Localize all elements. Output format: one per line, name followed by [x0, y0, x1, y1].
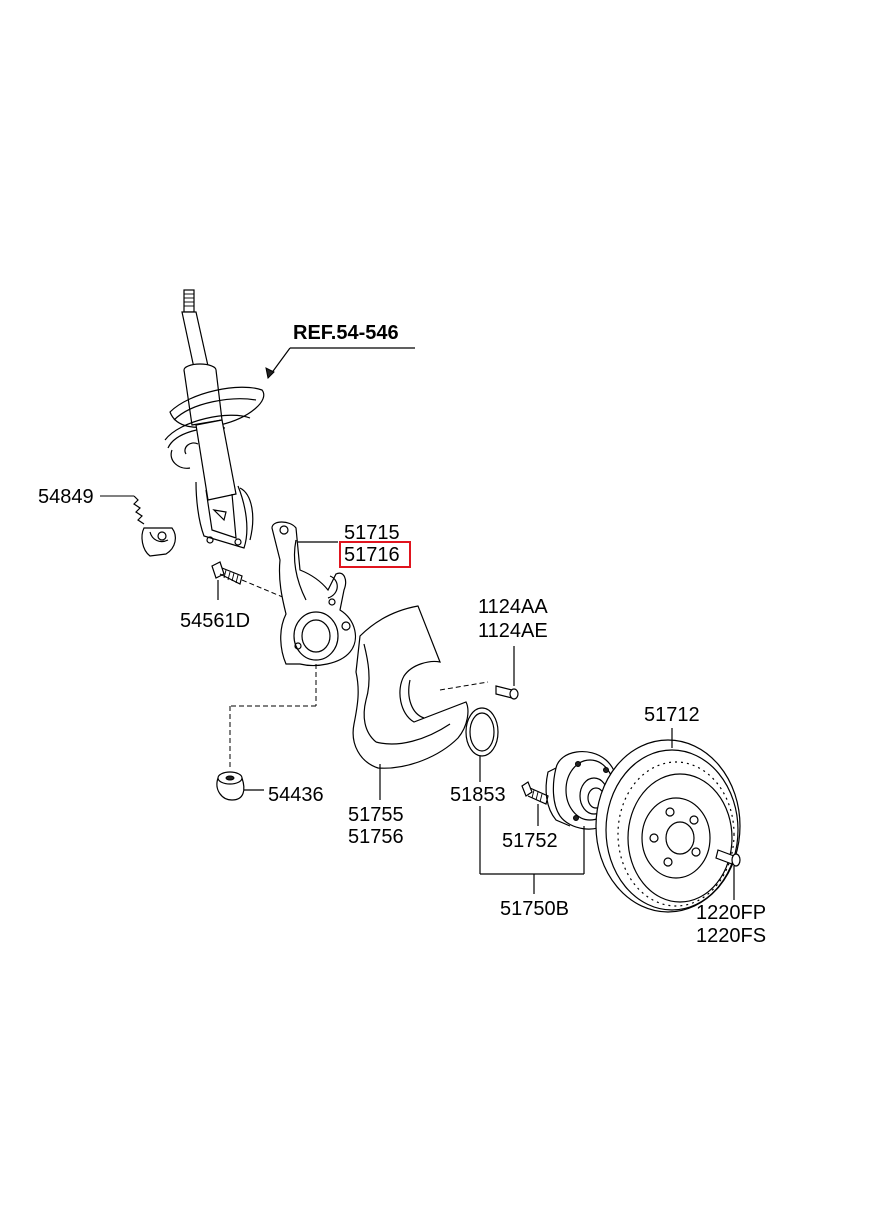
part-1220fp-label[interactable]: 1220FP	[696, 902, 767, 924]
part-1124aa-label[interactable]: 1124AA	[478, 596, 548, 618]
part-51712-label[interactable]: 51712	[644, 704, 700, 726]
part-51755-label[interactable]: 51755	[348, 804, 404, 826]
bolt-54561d	[211, 561, 286, 600]
dust-cover	[352, 605, 469, 800]
bushing-54436	[216, 664, 317, 801]
stabilizer-bushing-part	[100, 495, 176, 557]
group-bracket	[479, 806, 585, 894]
part-1124ae-label[interactable]: 1124AE	[478, 620, 548, 642]
part-51756-label[interactable]: 51756	[348, 826, 404, 848]
o-ring-51853	[465, 707, 499, 782]
part-51750b-label[interactable]: 51750B	[500, 898, 569, 920]
part-1220fs-label[interactable]: 1220FS	[696, 925, 767, 947]
part-54561d-label[interactable]: 54561D	[180, 610, 251, 632]
strut-assembly	[164, 289, 265, 549]
brake-disc	[595, 728, 741, 913]
steering-knuckle	[271, 521, 357, 667]
ref-leader	[265, 347, 415, 380]
part-51715-label[interactable]: 51715	[344, 522, 400, 544]
wheel-stud	[521, 781, 549, 826]
part-51853-label[interactable]: 51853	[450, 784, 506, 806]
part-51752-label[interactable]: 51752	[502, 830, 558, 852]
part-54849-label[interactable]: 54849	[38, 486, 94, 508]
bolt-1124aa	[495, 646, 519, 700]
ref-54-546-label[interactable]: REF.54-546	[293, 322, 399, 344]
part-54436-label[interactable]: 54436	[268, 784, 324, 806]
selected-part-highlight	[339, 541, 411, 568]
disc-screw	[715, 849, 741, 900]
part-51716-label[interactable]: 51716	[344, 544, 400, 566]
